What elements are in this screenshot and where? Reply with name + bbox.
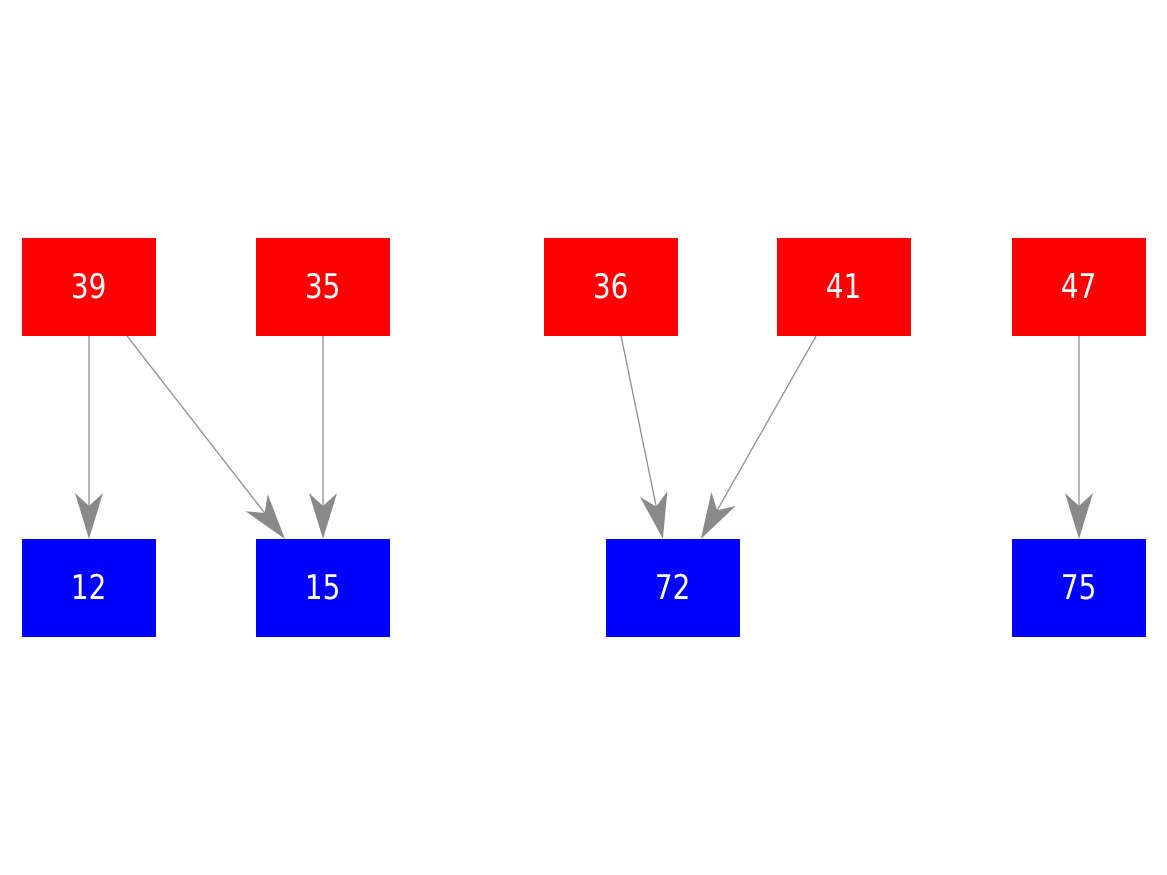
arrowhead-39-15	[245, 494, 285, 539]
node-47-label: 47	[1061, 267, 1097, 307]
node-75: 75	[1012, 539, 1146, 637]
node-36: 36	[544, 238, 678, 336]
node-12: 12	[22, 539, 156, 637]
node-35: 35	[256, 238, 390, 336]
node-41-label: 41	[826, 267, 862, 307]
node-47: 47	[1012, 238, 1146, 336]
node-75-label: 75	[1061, 568, 1097, 608]
node-12-label: 12	[71, 568, 107, 608]
arrowhead-47-75	[1065, 493, 1093, 539]
node-41: 41	[777, 238, 911, 336]
node-39: 39	[22, 238, 156, 336]
node-15: 15	[256, 539, 390, 637]
edge-41-72	[700, 335, 817, 539]
arrowhead-39-12	[75, 493, 103, 539]
arrowhead-41-72	[700, 492, 736, 539]
edge-36-72	[620, 335, 668, 539]
node-15-label: 15	[305, 568, 341, 608]
arrowhead-35-15	[309, 493, 337, 539]
node-35-label: 35	[305, 267, 341, 307]
edge-35-15	[309, 336, 337, 539]
node-72: 72	[606, 539, 740, 637]
edge-39-15	[126, 335, 285, 539]
arrowhead-36-72	[639, 491, 668, 539]
edge-47-75	[1065, 336, 1093, 539]
node-36-label: 36	[593, 267, 629, 307]
edge-39-12	[75, 336, 103, 539]
node-72-label: 72	[655, 568, 691, 608]
node-39-label: 39	[71, 267, 107, 307]
